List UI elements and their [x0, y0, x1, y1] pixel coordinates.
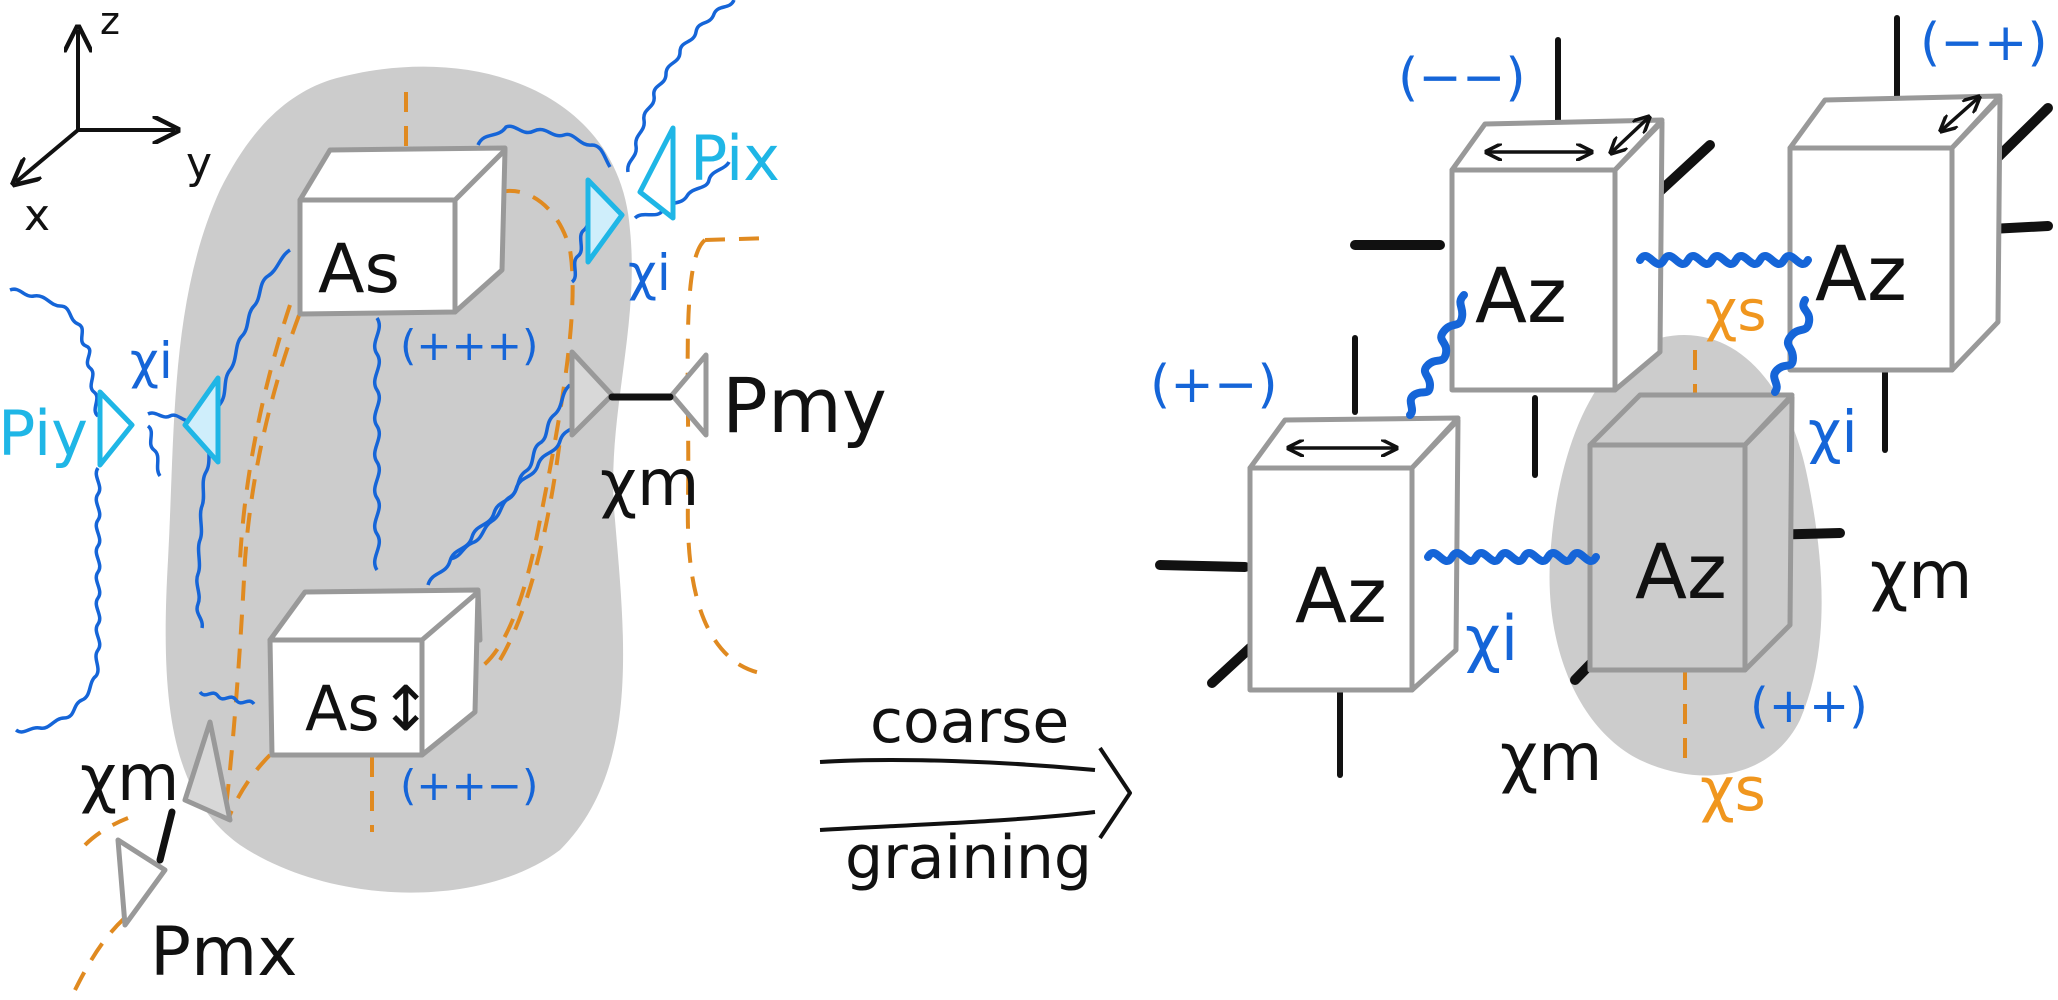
tensor-box-As-bottom — [267, 587, 483, 758]
label-Az-back-left: Az — [1475, 251, 1567, 340]
right-lattice: Az Az Az Az (−−) (−+) (+−) (++) χs χs χi… — [1150, 13, 2053, 825]
label-chi-i-right: χi — [1808, 398, 1858, 466]
tensor-box-As-top — [297, 145, 508, 317]
label-chi-m-right: χm — [1870, 537, 1972, 614]
label-As-top: As — [318, 230, 400, 309]
tensor-box-Az-front-right — [1587, 392, 1795, 673]
label-chi-m-mid: χm — [1500, 719, 1602, 796]
blue-wiggly-bonds-right — [1406, 252, 1814, 565]
label-P-iy: Piy — [0, 397, 88, 470]
label-As-bottom: As↕ — [305, 672, 432, 745]
projector-P-mx — [115, 837, 168, 928]
label-chi-i-top: χi — [628, 244, 671, 302]
label-Az-front-left: Az — [1295, 551, 1387, 640]
projector-chi-m-top — [569, 349, 615, 438]
label-Az-back-right: Az — [1815, 229, 1907, 318]
label-sign-mm: (−−) — [1398, 48, 1526, 108]
label-Az-front-right: Az — [1635, 527, 1727, 616]
label-sign-mp: (−+) — [1920, 13, 2048, 73]
projector-chi-i-left — [182, 375, 221, 465]
projector-P-my — [669, 352, 709, 438]
double-arrows — [1290, 98, 1978, 448]
label-sign-pm: (+−) — [1150, 355, 1278, 415]
axis-z-label: z — [100, 0, 120, 43]
projector-chi-m-bottom — [182, 719, 233, 823]
label-chi-i-left: χi — [130, 332, 173, 390]
black-legs-right — [1337, 15, 1900, 778]
left-cluster: As As↕ (+++) (++−) χi χi Pix Piy Pmy χm … — [0, 0, 887, 992]
projector-P-iy — [97, 389, 135, 468]
label-chi-m-bottom: χm — [80, 742, 179, 816]
label-sign-top: (+++) — [400, 321, 538, 370]
label-P-my: Pmy — [722, 361, 887, 450]
label-sign-bottom: (++−) — [400, 761, 538, 810]
tensor-box-Az-back-right — [1787, 93, 2003, 373]
axis-y-label: y — [186, 138, 212, 189]
arrow-top-word: coarse — [870, 687, 1069, 757]
label-chi-i-mid: χi — [1465, 602, 1518, 675]
projector-chi-i-top — [585, 177, 625, 265]
axis-x-label: x — [24, 190, 50, 241]
orange-legs-right — [1683, 350, 1697, 770]
label-chi-s-top: χs — [1705, 279, 1767, 344]
projector-P-ix — [637, 125, 676, 221]
black-bond-Pmx — [156, 808, 176, 864]
label-chi-s-bottom: χs — [1700, 755, 1766, 825]
label-P-ix: Pix — [690, 122, 780, 195]
coarse-graining-arrow: coarse graining — [819, 687, 1132, 893]
label-chi-m-top: χm — [600, 447, 699, 521]
axes-glyph: z y x — [16, 0, 212, 241]
arrow-bottom-word: graining — [845, 823, 1092, 893]
label-sign-pp: (++) — [1750, 678, 1868, 734]
label-P-mx: Pmx — [150, 913, 298, 992]
